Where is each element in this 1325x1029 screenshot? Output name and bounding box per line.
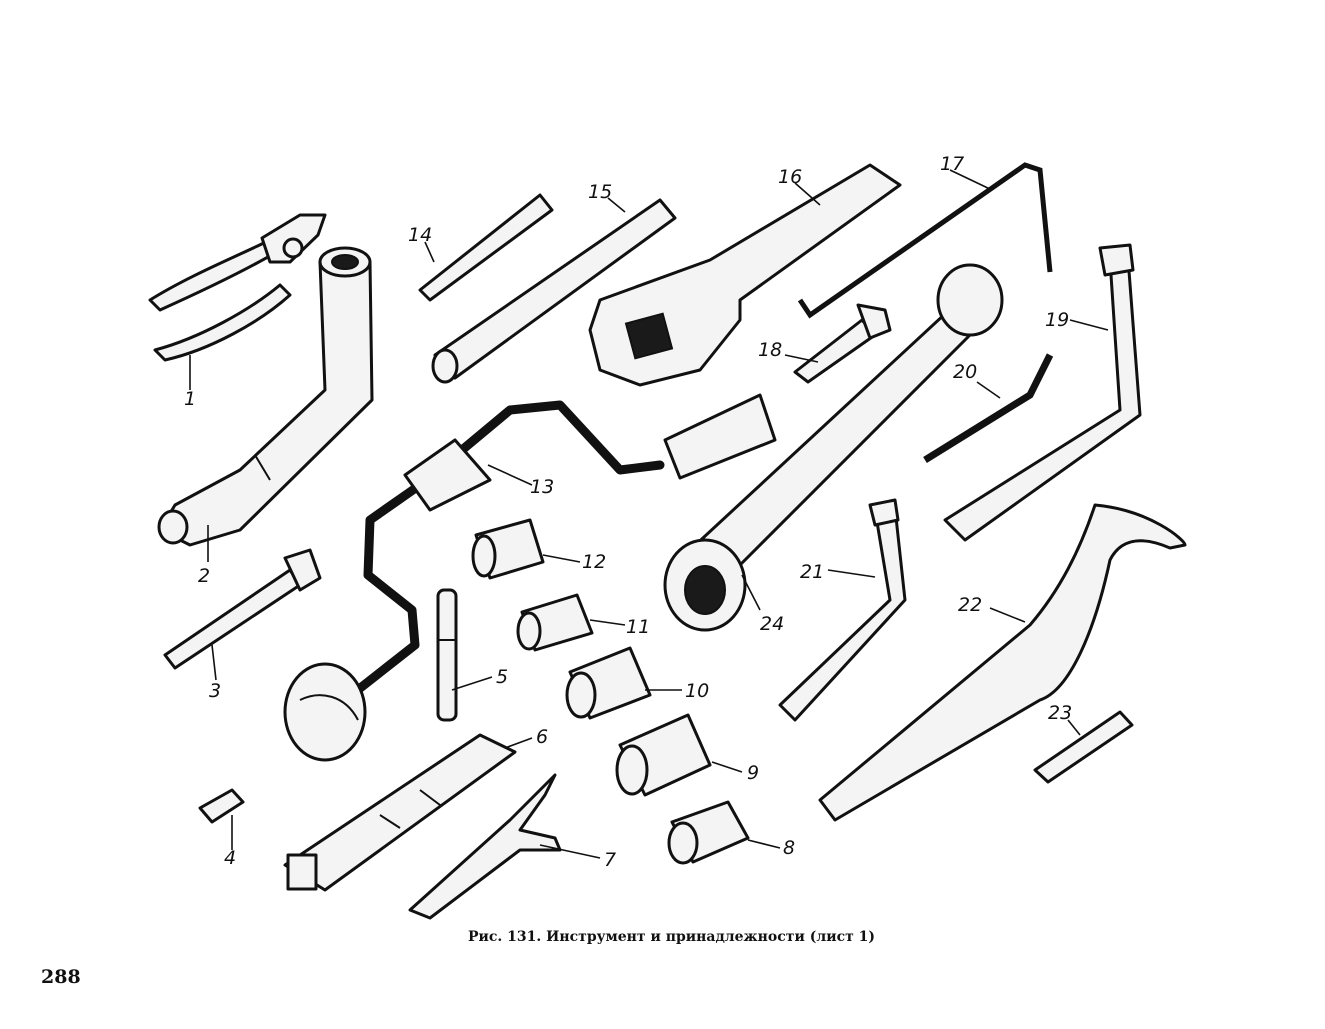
label-24: 24 [760, 613, 784, 635]
tool-16-ratchet [588, 163, 902, 387]
tool-22-hook-spanner [818, 503, 1187, 822]
tool-19-l-wrench [943, 243, 1142, 542]
tool-2-socket-wrench [157, 246, 374, 547]
tool-11-socket [516, 593, 594, 652]
label-7: 7 [604, 849, 616, 871]
label-20: 20 [953, 361, 977, 383]
tool-8-socket [667, 800, 750, 865]
tool-5-pin [436, 588, 458, 722]
tool-4-nut [198, 788, 245, 824]
tool-10-socket [565, 646, 652, 720]
label-3: 3 [209, 680, 221, 702]
label-5: 5 [496, 666, 508, 688]
tool-3-screwdriver [163, 548, 322, 670]
label-19: 19 [1045, 309, 1069, 331]
tool-1-pliers [148, 213, 327, 362]
label-11: 11 [626, 616, 650, 638]
label-18: 18 [758, 339, 782, 361]
tool-14-file [418, 193, 554, 302]
figure-caption: Рис. 131. Инструмент и принадлежности (л… [468, 929, 876, 945]
label-4: 4 [224, 847, 236, 869]
label-6: 6 [536, 726, 548, 748]
label-17: 17 [940, 153, 964, 175]
tool-21-l-socket-wrench [778, 498, 907, 722]
label-9: 9 [747, 762, 759, 784]
tool-17-hex-key [797, 162, 1053, 319]
label-22: 22 [958, 594, 982, 616]
label-12: 12 [582, 551, 606, 573]
tool-23-small-wrench [1033, 710, 1134, 784]
label-1: 1 [184, 388, 196, 410]
tool-9-socket [615, 713, 712, 797]
page-number: 288 [41, 966, 81, 988]
label-8: 8 [783, 837, 795, 859]
leader-lines [189, 169, 1109, 859]
tool-12-socket [471, 518, 545, 580]
tool-24-ring-spanner [663, 263, 1004, 632]
label-16: 16 [778, 166, 802, 188]
tool-20-rod [923, 353, 1054, 463]
tool-15-extension [431, 198, 677, 384]
tool-13-brace [283, 393, 777, 762]
label-15: 15 [588, 181, 612, 203]
label-2: 2 [198, 565, 210, 587]
tool-7-fork-spanner [408, 773, 562, 920]
label-10: 10 [685, 680, 709, 702]
label-14: 14 [408, 224, 432, 246]
tool-18-bolt [793, 303, 892, 384]
callout-labels: 1 2 3 4 5 6 7 8 9 10 11 12 13 14 15 16 1… [184, 153, 1072, 871]
label-21: 21 [800, 561, 824, 583]
tool-6-extension [283, 733, 517, 892]
label-13: 13 [530, 476, 554, 498]
label-23: 23 [1048, 702, 1072, 724]
